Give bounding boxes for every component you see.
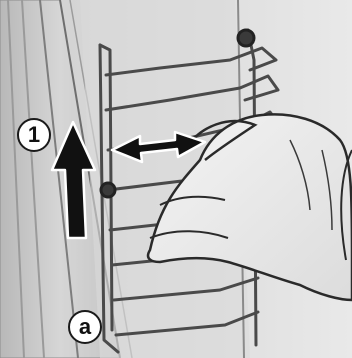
- step-number-callout: 1: [17, 118, 51, 152]
- part-label-callout: a: [68, 310, 102, 344]
